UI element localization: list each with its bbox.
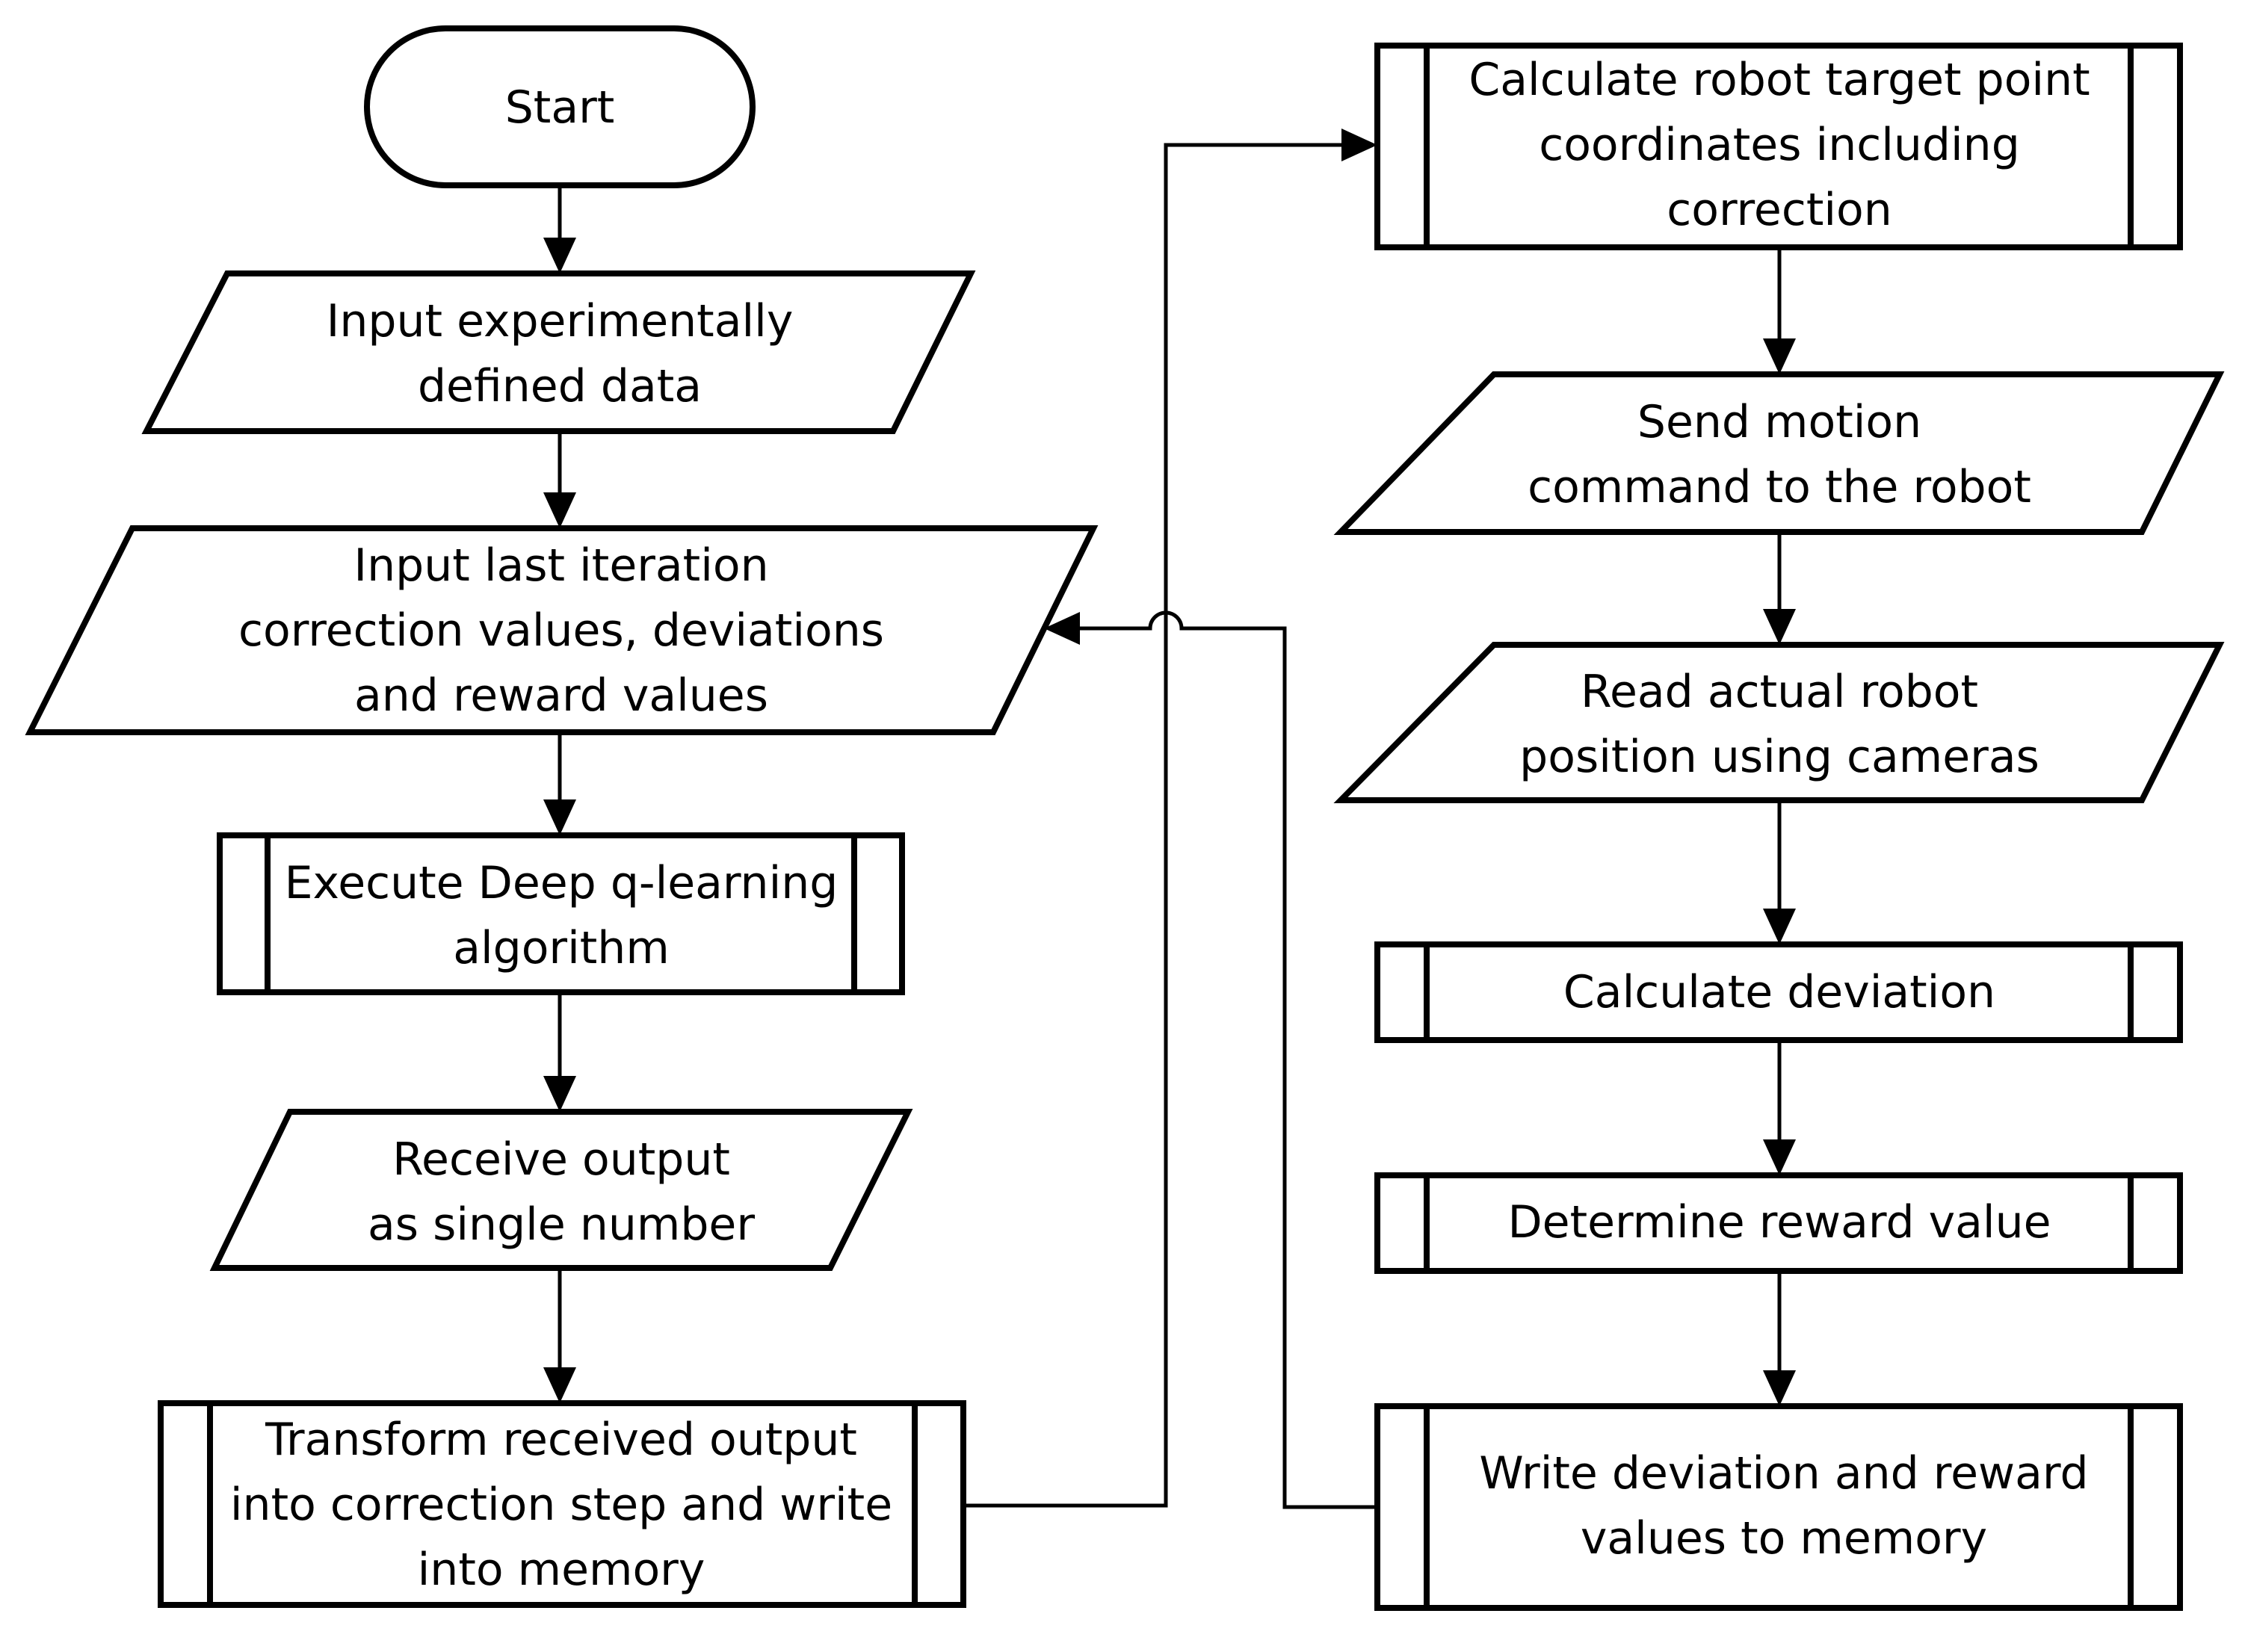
send-motion-line-2: command to the robot [1528,461,2031,513]
read-position-line-2: position using cameras [1519,731,2039,783]
transform-line-3: into memory [418,1544,705,1596]
read-robot-position-node: Read actual robot position using cameras [1333,642,2225,803]
arrowhead-read [1763,609,1796,645]
start-label: Start [505,81,615,134]
transform-output-node: Transform received output into correctio… [158,1400,966,1608]
receive-line-1: Receive output [392,1133,730,1186]
input-data-line-1: Input experimentally [327,295,794,347]
arrowhead-input-last-return [1044,612,1080,645]
receive-line-2: as single number [368,1198,755,1251]
transform-line-1: Transform received output [265,1414,857,1466]
calculate-target-point-node: Calculate robot target point coordinates… [1374,43,2183,250]
start-node: Start [364,25,756,188]
transform-line-2: into correction step and write [230,1479,892,1531]
arrowhead-execute [543,799,576,835]
input-last-line-3: and reward values [354,669,768,722]
arrowhead-input-data [543,238,576,273]
determine-reward-node: Determine reward value [1374,1172,2183,1274]
input-experimental-data-node: Input experimentally defined data [141,270,976,434]
calc-target-line-1: Calculate robot target point [1469,54,2090,106]
arrowhead-calc-target [1341,129,1377,161]
input-last-line-2: correction values, deviations [238,604,884,657]
arrow-transform-to-calc-target [963,143,1341,1508]
input-last-iteration-node: Input last iteration correction values, … [25,525,1099,735]
execute-line-1: Execute Deep q-learning [285,857,839,909]
arrowhead-send [1763,338,1796,374]
send-motion-command-node: Send motion command to the robot [1333,371,2225,535]
arrowhead-reward [1763,1139,1796,1175]
calc-target-line-2: coordinates including [1539,119,2020,171]
write-memory-node: Write deviation and reward values to mem… [1374,1403,2183,1611]
arrowhead-input-last [543,492,576,528]
receive-output-node: Receive output as single number [209,1109,913,1271]
read-position-line-1: Read actual robot [1581,666,1978,718]
calc-target-line-3: correction [1667,184,1892,236]
write-memory-line-2: values to memory [1581,1512,1987,1565]
execute-deep-q-learning-node: Execute Deep q-learning algorithm [217,832,905,995]
send-motion-line-1: Send motion [1637,396,1921,448]
arrowhead-transform [543,1367,576,1403]
arrowhead-write-memory [1763,1370,1796,1406]
arrowhead-calc-deviation [1763,909,1796,944]
input-data-line-2: defined data [418,360,702,412]
input-last-line-1: Input last iteration [353,539,768,592]
calc-deviation-label: Calculate deviation [1563,966,1995,1018]
arrowhead-receive [543,1076,576,1112]
determine-reward-label: Determine reward value [1507,1196,2051,1249]
connectors [543,129,1796,1509]
arrow-write-memory-to-input-last [1080,610,1377,1509]
write-memory-line-1: Write deviation and reward [1479,1447,2088,1500]
calculate-deviation-node: Calculate deviation [1374,941,2183,1043]
execute-line-2: algorithm [453,922,670,974]
